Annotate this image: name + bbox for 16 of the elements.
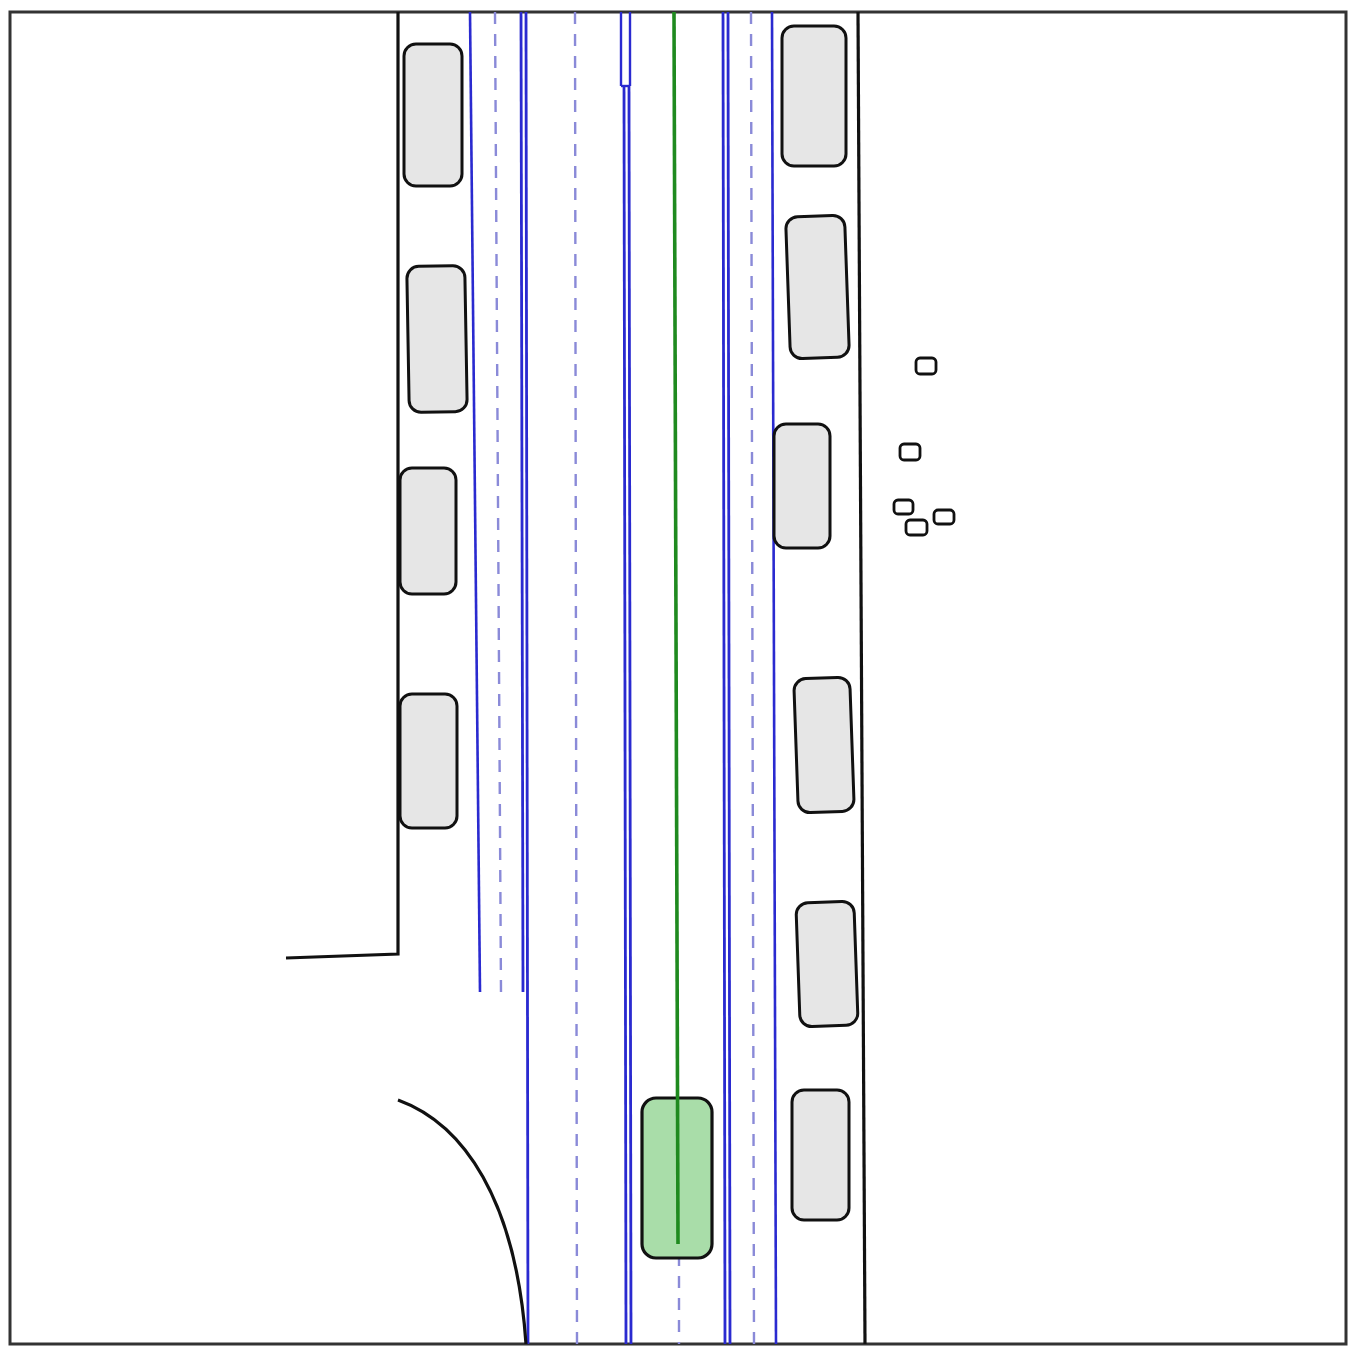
parked-car	[780, 210, 853, 364]
small-obstacle	[902, 515, 931, 538]
parked-car	[769, 420, 833, 552]
small-obstacle	[911, 353, 939, 377]
small-obstacle	[889, 496, 916, 518]
parked-car	[778, 22, 850, 170]
ego-vehicle	[637, 1093, 715, 1261]
parked-car	[395, 690, 460, 832]
parked-car	[400, 40, 466, 190]
parked-car	[402, 261, 472, 417]
parked-car	[789, 672, 859, 818]
small-obstacle	[929, 505, 957, 527]
parked-car	[791, 896, 863, 1032]
parked-car	[787, 1086, 852, 1224]
small-obstacle	[895, 440, 923, 464]
parked-car	[395, 464, 459, 598]
